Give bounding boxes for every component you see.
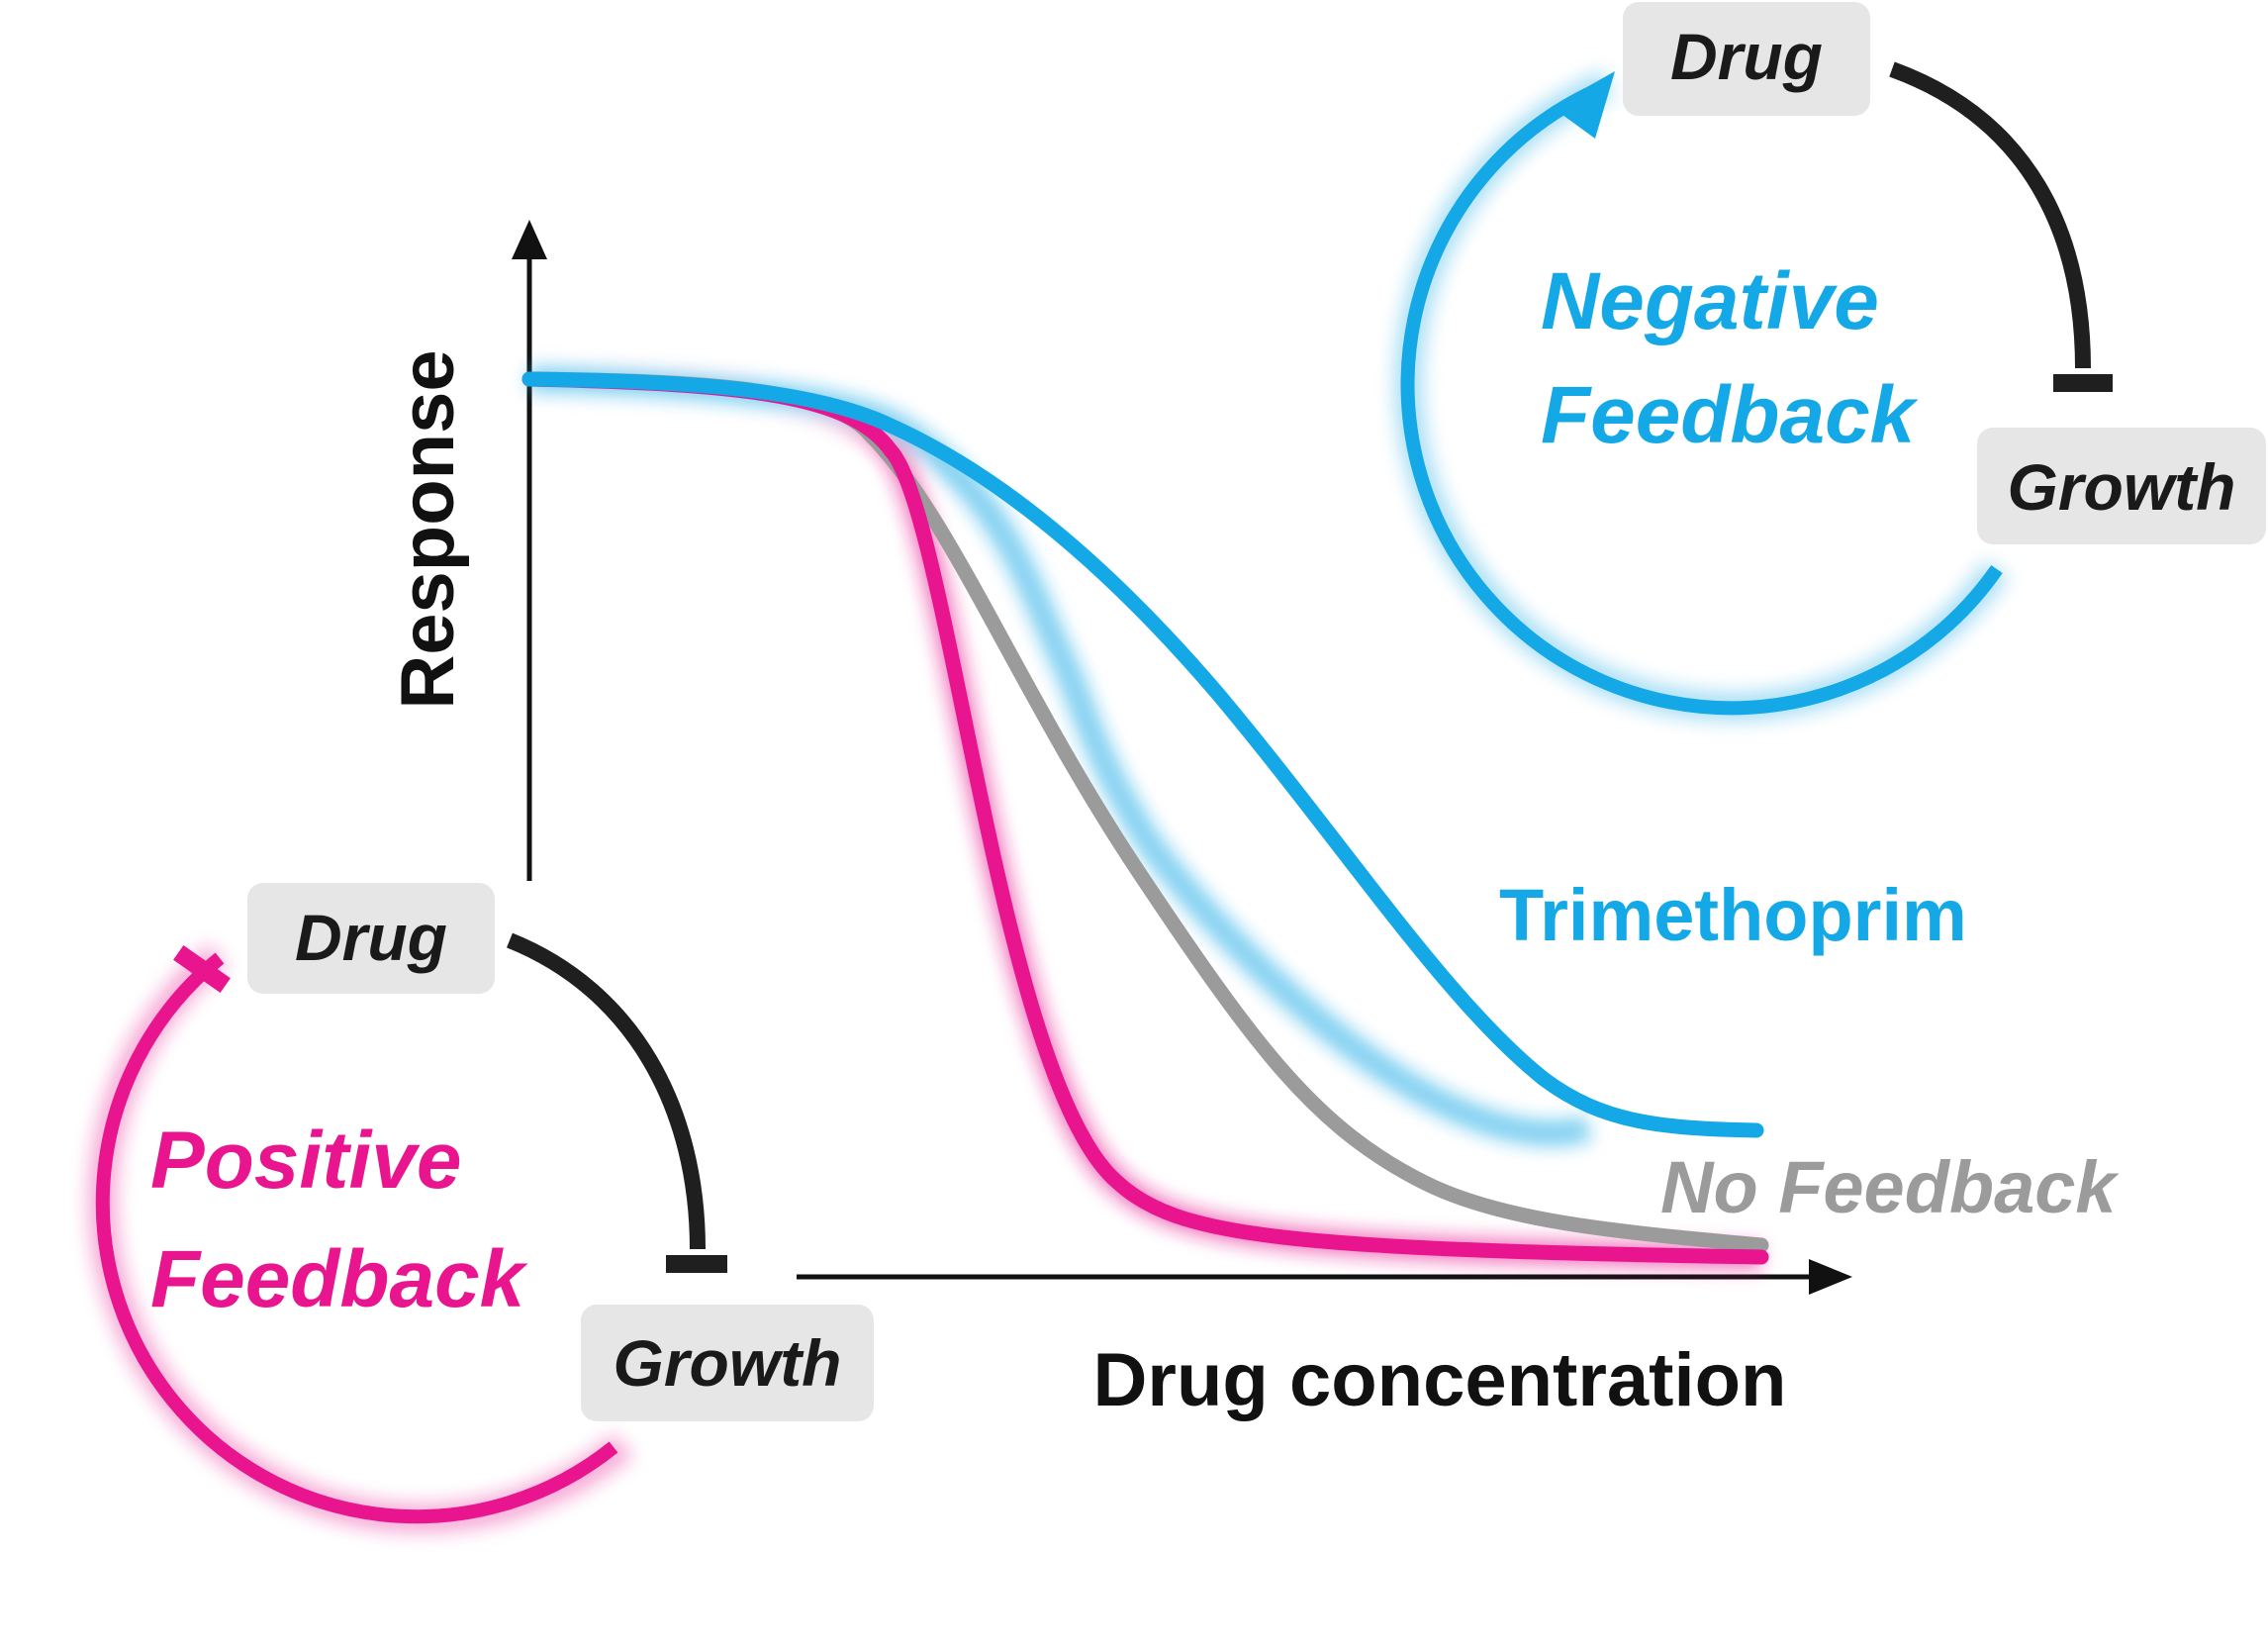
positive-feedback-loop: Drug Growth Positive Feedback xyxy=(87,883,874,1533)
positive-loop-title-line1: Positive xyxy=(150,1116,461,1206)
x-axis-title: Drug concentration xyxy=(1093,1338,1787,1422)
no-feedback-curve xyxy=(521,371,1769,1253)
x-axis xyxy=(797,1259,1852,1295)
negative-growth-node: Growth xyxy=(1977,428,2266,544)
negative-loop-arrowhead xyxy=(1552,71,1615,139)
negative-growth-label: Growth xyxy=(2008,450,2236,524)
trimethoprim-curve-line xyxy=(521,371,1764,1138)
y-axis-arrowhead xyxy=(512,220,547,259)
positive-growth-label: Growth xyxy=(614,1326,842,1400)
negative-feedback-loop: Drug Growth Negative Feedback xyxy=(1393,2,2266,722)
negative-inhibition-arc xyxy=(1889,61,2091,369)
positive-inhibition-tip xyxy=(173,944,231,994)
y-axis-title: Response xyxy=(386,349,470,709)
no-feedback-label: No Feedback xyxy=(1660,1146,2120,1228)
trimethoprim-label: Trimethoprim xyxy=(1499,874,1967,956)
positive-loop-title-line2: Feedback xyxy=(150,1234,529,1324)
x-axis-arrowhead xyxy=(1809,1259,1852,1295)
negative-inhibition-bar xyxy=(2053,374,2113,392)
negative-drug-node: Drug xyxy=(1623,2,1870,116)
positive-loop-arc xyxy=(95,952,618,1524)
negative-loop-arrow xyxy=(1400,87,2003,716)
y-axis xyxy=(512,220,547,881)
positive-drug-node: Drug xyxy=(247,883,495,994)
positive-inhibition-bar xyxy=(666,1255,727,1273)
positive-growth-node: Growth xyxy=(581,1305,874,1421)
negative-loop-title-line1: Negative xyxy=(1541,256,1879,346)
negative-drug-label: Drug xyxy=(1670,20,1823,93)
negative-loop-title-line2: Feedback xyxy=(1541,370,1920,460)
positive-inhibition-arc xyxy=(507,932,706,1250)
positive-drug-label: Drug xyxy=(295,901,447,974)
